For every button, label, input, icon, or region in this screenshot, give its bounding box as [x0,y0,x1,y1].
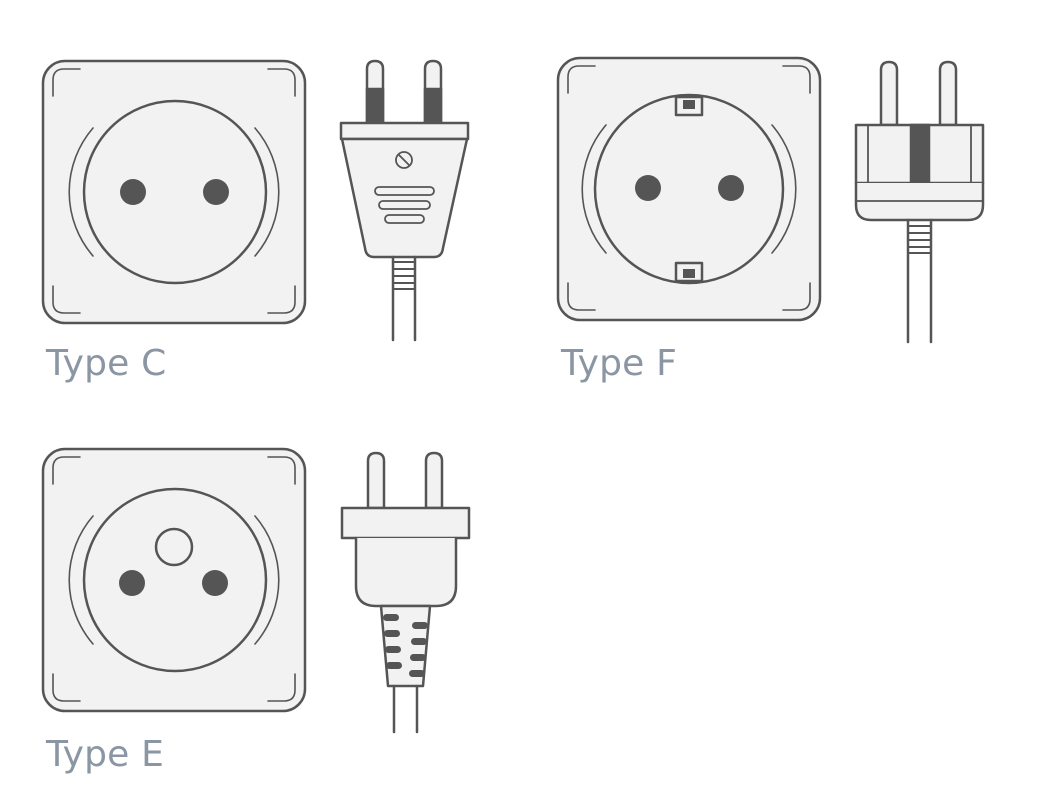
type-f-socket-icon [556,56,822,322]
type-f-label: Type F [561,343,678,384]
type-c-plug-icon [339,59,470,342]
type-f-plug-icon [854,60,985,344]
type-c-label: Type C [46,343,167,384]
type-e-label: Type E [46,734,165,775]
type-c-socket-icon [41,59,307,325]
type-e-socket-icon [41,447,307,713]
type-e-plug-icon [340,451,471,734]
